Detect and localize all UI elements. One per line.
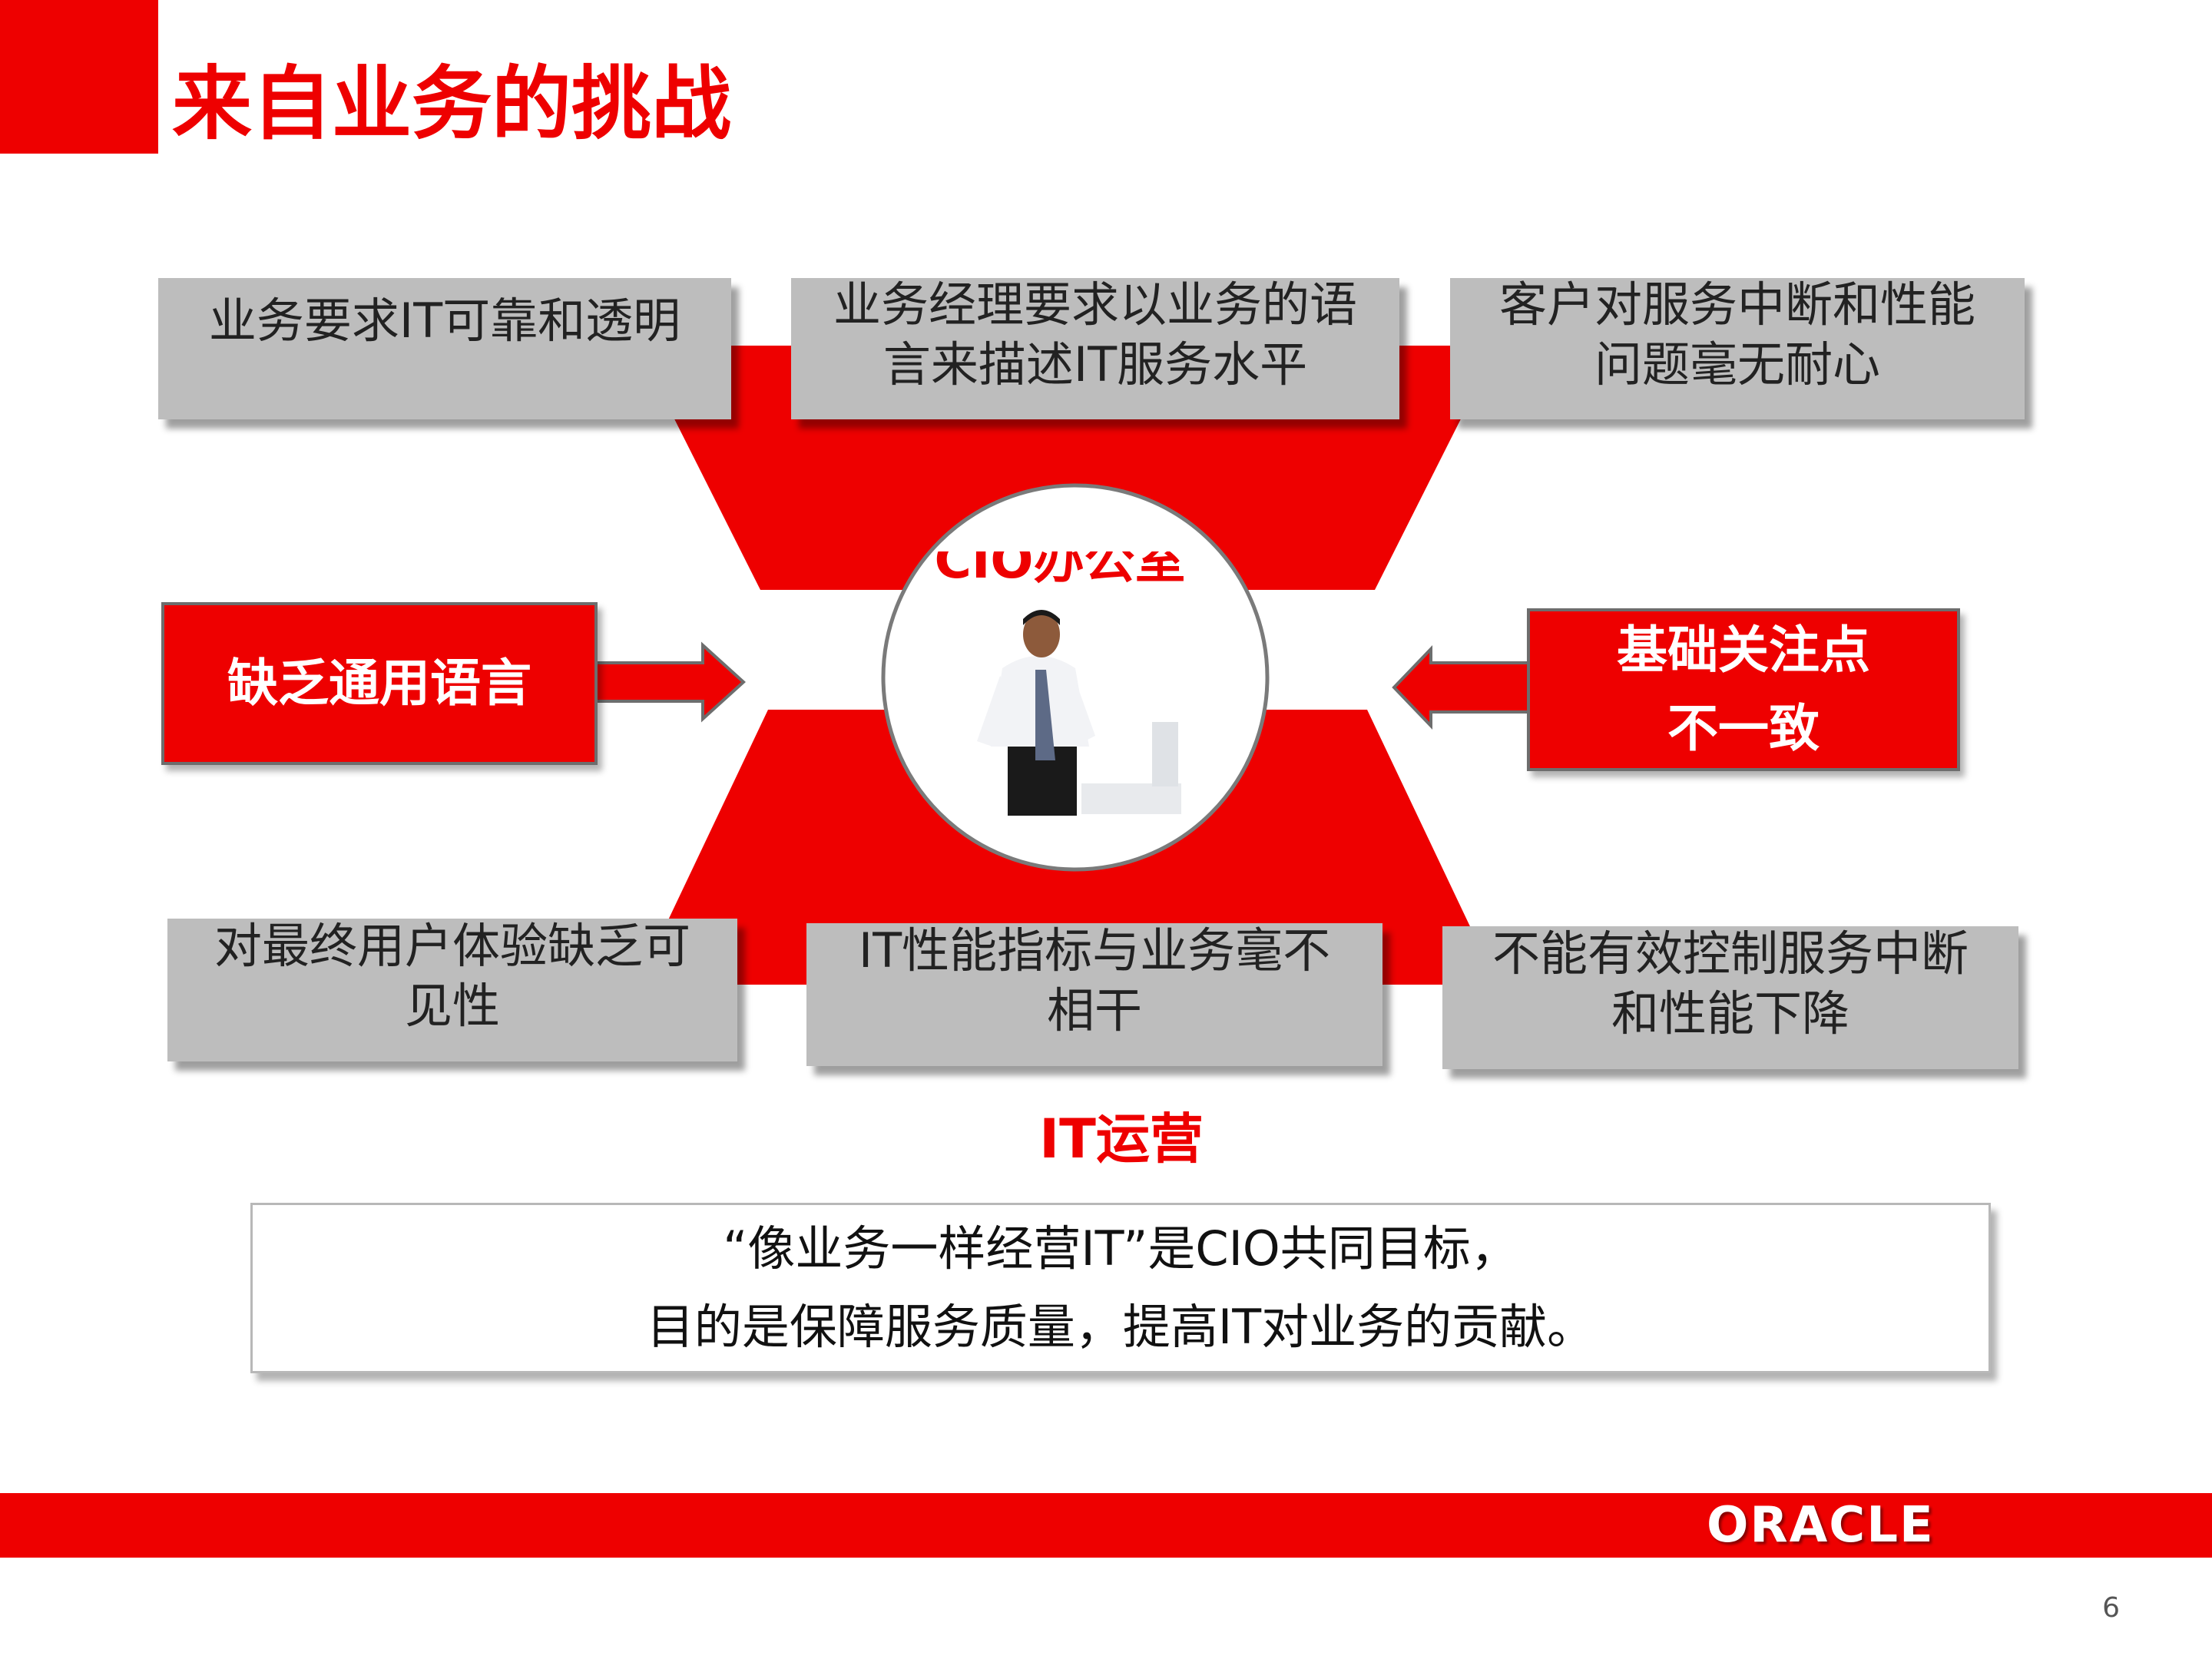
side-box-common-language: 缺乏通用语言 <box>161 602 598 765</box>
challenge-box-it-metrics: IT性能指标与业务毫不 相干 <box>806 922 1382 1066</box>
cio-person-figure <box>977 610 1181 816</box>
challenge-text: 不能有效控制服务中断 和性能下降 <box>1492 926 1969 1041</box>
right-arrow <box>1392 645 1538 730</box>
goal-statement-box: “像业务一样经营IT”是CIO共同目标， 目的是保障服务质量，提高IT对业务的贡… <box>250 1203 1991 1373</box>
challenge-text: 对最终用户体验缺乏可 见性 <box>214 918 690 1034</box>
challenge-box-user-visibility: 对最终用户体验缺乏可 见性 <box>167 918 737 1061</box>
page-title: 来自业务的挑战 <box>172 57 732 151</box>
footer-bar <box>0 1493 2212 1558</box>
challenge-box-outage-control: 不能有效控制服务中断 和性能下降 <box>1442 926 2018 1069</box>
challenge-text: 客户对服务中断和性能 问题毫无耐心 <box>1498 276 1975 392</box>
left-arrow <box>594 641 746 723</box>
challenge-text: 业务要求IT可靠和透明 <box>208 293 681 349</box>
oracle-logo: ORACLE <box>1707 1497 1935 1554</box>
page-number: 6 <box>2102 1592 2120 1624</box>
it-operations-label: IT运营 <box>1039 1108 1204 1171</box>
cio-office-label: CIO办公室 <box>934 551 1186 590</box>
challenge-text: 业务经理要求以业务的语 言来描述IT服务水平 <box>833 276 1357 392</box>
goal-statement-line-2: 目的是保障服务质量，提高IT对业务的贡献。 <box>646 1299 1595 1355</box>
challenge-text: IT性能指标与业务毫不 相干 <box>858 922 1331 1038</box>
side-box-inconsistent-focus: 基础关注点 不一致 <box>1527 608 1960 771</box>
challenge-box-business-language: 业务经理要求以业务的语 言来描述IT服务水平 <box>791 276 1399 419</box>
challenge-box-reliability: 业务要求IT可靠和透明 <box>158 278 731 419</box>
title-accent-tab <box>0 0 158 154</box>
goal-statement-line-1: “像业务一样经营IT”是CIO共同目标， <box>723 1220 1518 1277</box>
challenge-box-customer-patience: 客户对服务中断和性能 问题毫无耐心 <box>1450 276 2025 419</box>
